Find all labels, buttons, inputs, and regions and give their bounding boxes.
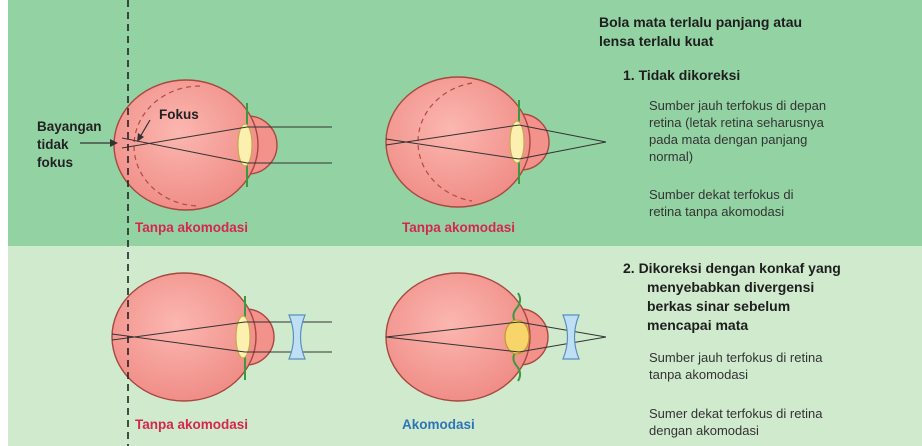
desc-line: Sumber jauh terfokus di depan — [649, 97, 826, 114]
white-left-margin — [0, 0, 8, 446]
lens-accommodated — [505, 320, 529, 354]
title-line: 2. Dikoreksi dengan konkaf yang — [623, 259, 841, 278]
item1-desc1: Sumber jauh terfokus di depan retina (le… — [649, 97, 826, 165]
title-line: berkas sinar sebelum — [623, 297, 841, 316]
desc-line: retina (letak retina seharusnya — [649, 114, 826, 131]
caption-bottom-right: Akomodasi — [402, 417, 475, 432]
bayangan-line: fokus — [37, 154, 102, 172]
desc-line: Sumer dekat terfokus di retina — [649, 405, 822, 422]
item2-title: 2. Dikoreksi dengan konkaf yang menyebab… — [623, 259, 841, 335]
fokus-label: Fokus — [159, 106, 199, 124]
header-line: Bola mata terlalu panjang atau — [599, 13, 802, 32]
desc-line: pada mata dengan panjang — [649, 131, 826, 148]
caption-top-right: Tanpa akomodasi — [402, 220, 515, 235]
desc-line: Sumber jauh terfokus di retina — [649, 349, 822, 366]
desc-line: retina tanpa akomodasi — [649, 203, 794, 220]
header-title: Bola mata terlalu panjang atau lensa ter… — [599, 13, 802, 51]
bayangan-line: tidak — [37, 136, 102, 154]
item2-desc1: Sumber jauh terfokus di retina tanpa ako… — [649, 349, 822, 383]
bayangan-line: Bayangan — [37, 118, 102, 136]
item2-desc2: Sumer dekat terfokus di retina dengan ak… — [649, 405, 822, 439]
lens — [238, 124, 252, 166]
lens — [510, 121, 524, 163]
desc-line: Sumber dekat terfokus di — [649, 186, 794, 203]
caption-top-left: Tanpa akomodasi — [135, 220, 248, 235]
title-line: menyebabkan divergensi — [623, 278, 841, 297]
caption-bottom-left: Tanpa akomodasi — [135, 417, 248, 432]
item1-title: 1. Tidak dikoreksi — [623, 66, 740, 85]
eyeball — [114, 80, 258, 210]
bayangan-label: Bayangan tidak fokus — [37, 118, 102, 172]
desc-line: normal) — [649, 148, 826, 165]
header-line: lensa terlalu kuat — [599, 32, 802, 51]
item1-desc2: Sumber dekat terfokus di retina tanpa ak… — [649, 186, 794, 220]
title-line: mencapai mata — [623, 316, 841, 335]
desc-line: dengan akomodasi — [649, 422, 822, 439]
desc-line: tanpa akomodasi — [649, 366, 822, 383]
